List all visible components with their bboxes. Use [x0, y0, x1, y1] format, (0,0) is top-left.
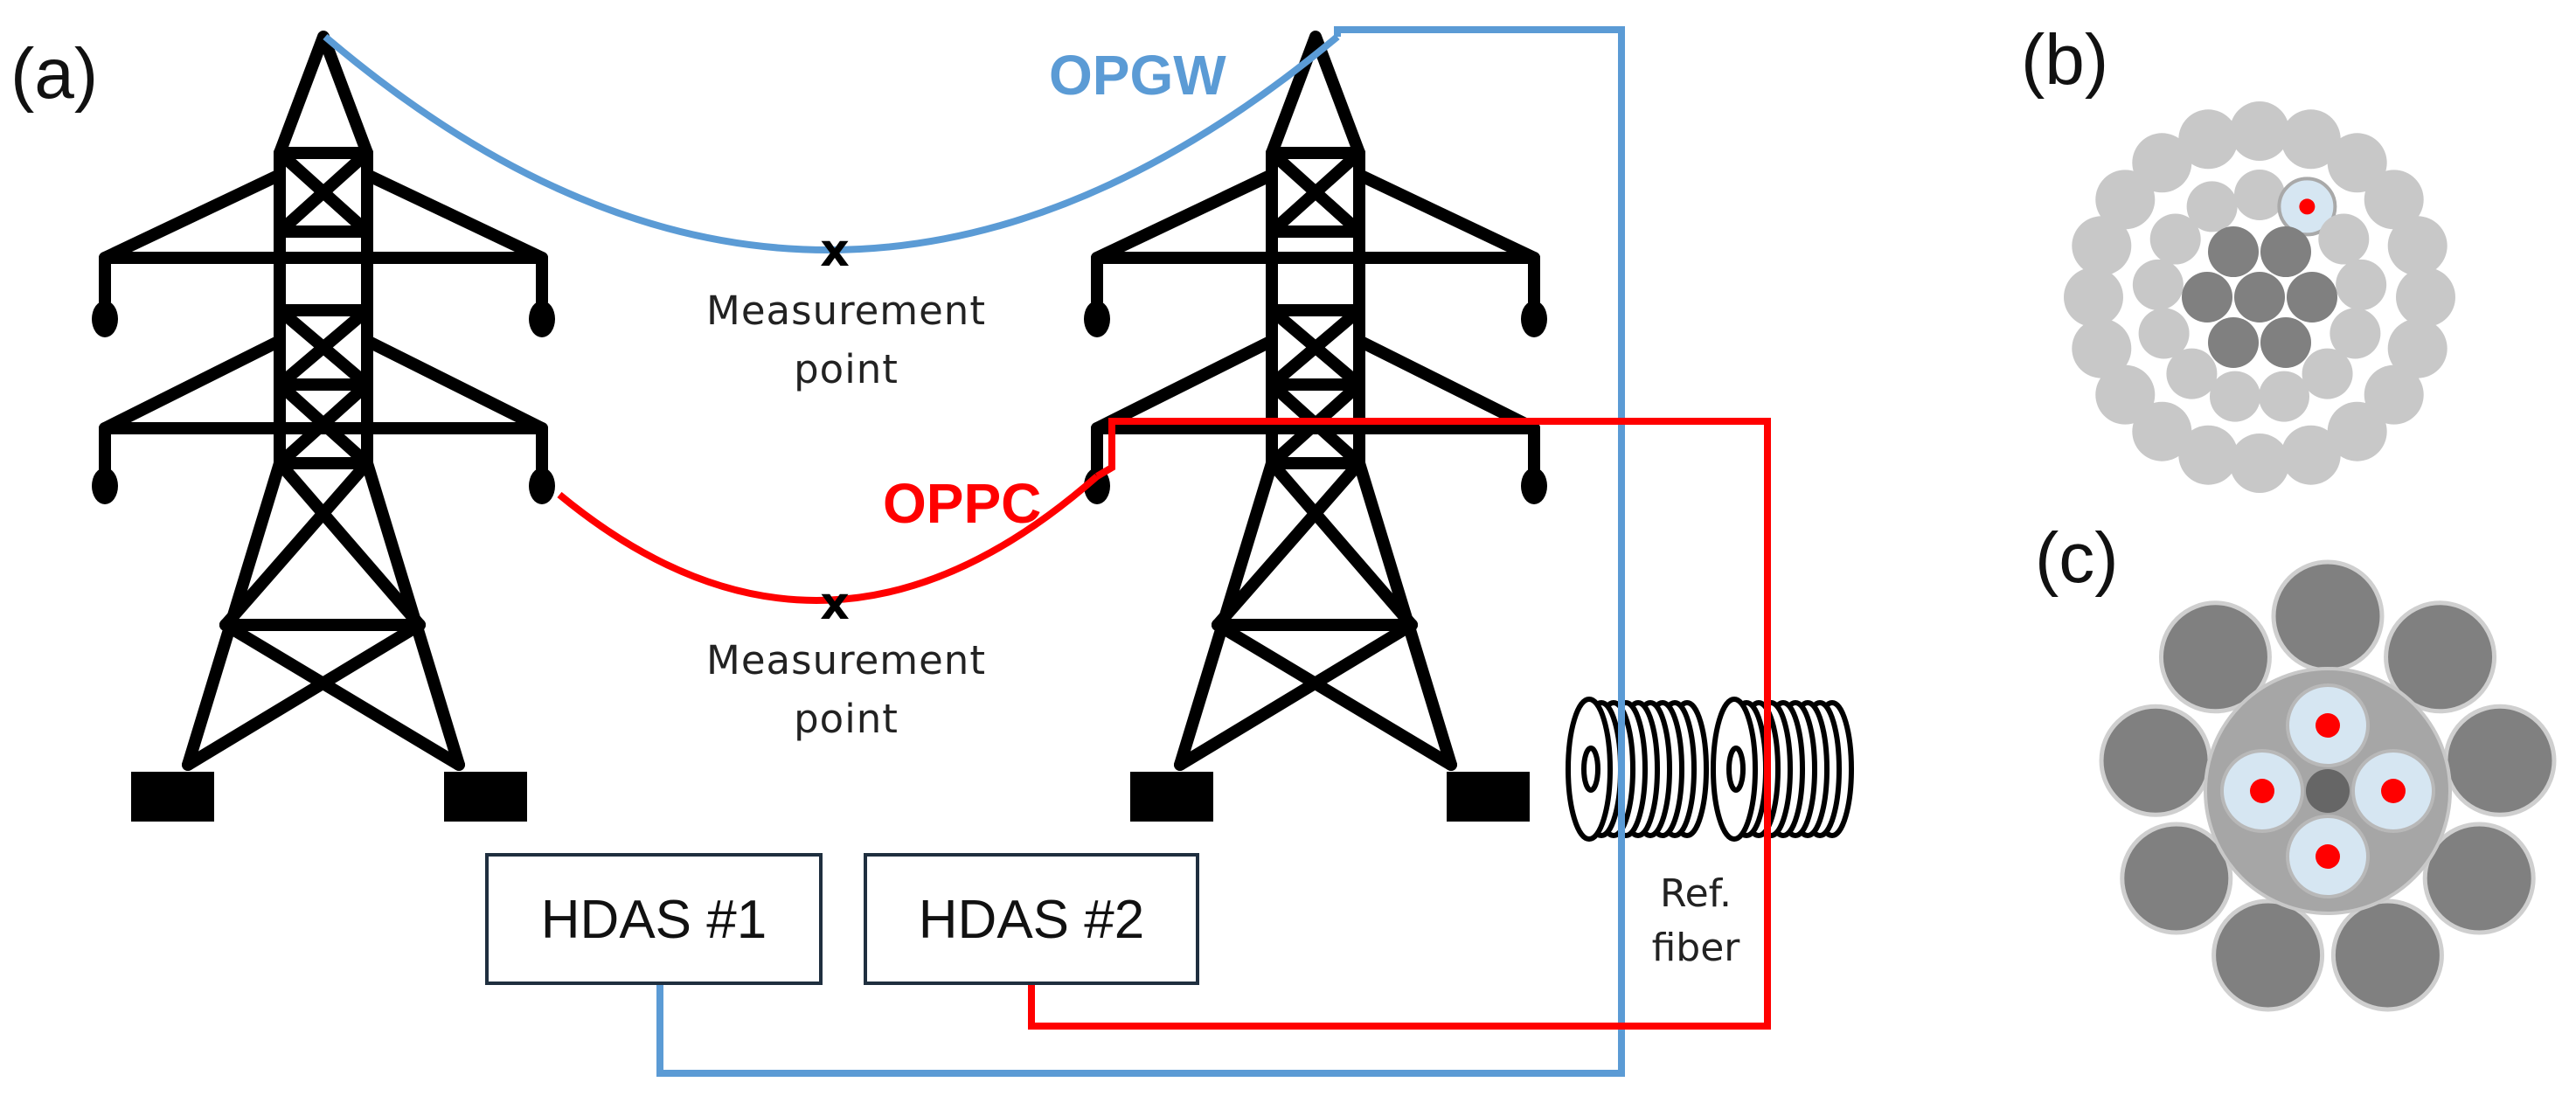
outer-conductor-strand [2443, 704, 2557, 817]
measurement-point-opgw: x Measurement point [706, 225, 986, 392]
core-strand [2260, 316, 2311, 368]
measurement-label-line1: Measurement [706, 288, 986, 334]
middle-strand [2259, 371, 2309, 422]
core-strand [2208, 316, 2259, 368]
opgw-cross-section [2064, 101, 2455, 493]
oppc-fiber-route [1028, 418, 1771, 1030]
outer-conductor-strand [2099, 704, 2212, 817]
oppc-conductor [557, 473, 1100, 604]
fiber-core [2381, 779, 2406, 803]
outer-strand [2072, 318, 2132, 378]
core-strand [2260, 226, 2311, 278]
panel-label-c: (c) [2035, 518, 2119, 598]
middle-strand [2166, 348, 2218, 399]
outer-conductor-strand [2120, 822, 2233, 935]
transmission-tower-left [92, 31, 555, 822]
outer-strand [2095, 364, 2156, 425]
opgw-label: OPGW [1049, 44, 1226, 107]
outer-strand [2396, 267, 2455, 327]
outer-strand [2387, 216, 2448, 276]
outer-strand [2387, 318, 2448, 378]
panel-label-a: (a) [10, 34, 98, 114]
oppc-label: OPPC [883, 472, 1041, 535]
reference-fiber-spool-red [1711, 697, 1854, 842]
reference-fiber-spool-blue [1566, 697, 1709, 842]
outer-conductor-strand [2330, 898, 2444, 1012]
opgw-cable [323, 26, 1625, 1077]
outer-strand [2230, 101, 2289, 161]
ref-fiber-label-line2: fiber [1652, 926, 1741, 970]
hdas-1-label: HDAS #1 [541, 890, 767, 950]
core-strand [2234, 272, 2285, 323]
fiber-core [2299, 198, 2316, 215]
outer-conductor-strand [2158, 600, 2272, 714]
oppc-cable [557, 418, 1771, 1030]
core-strand [2182, 272, 2232, 323]
middle-strand [2138, 308, 2190, 359]
middle-strand [2336, 259, 2387, 310]
outer-conductor-strand [2211, 898, 2325, 1012]
middle-strand [2330, 308, 2381, 359]
measurement-label-line2: point [794, 696, 899, 742]
middle-strand [2318, 213, 2370, 265]
measurement-marker: x [820, 578, 850, 630]
core-strand [2208, 226, 2259, 278]
outer-strand [2132, 133, 2192, 193]
middle-strand [2149, 213, 2201, 265]
outer-strand [2281, 109, 2341, 170]
outer-conductor-strand [2422, 822, 2536, 935]
middle-strand [2234, 170, 2285, 220]
measurement-label-line1: Measurement [706, 637, 986, 683]
middle-strand [2210, 371, 2260, 422]
middle-strand [2132, 259, 2184, 310]
opgw-conductor [323, 33, 1340, 253]
outer-strand [2327, 133, 2387, 193]
outer-strand [2072, 216, 2132, 276]
opgw-fiber-route [656, 26, 1625, 1077]
hdas-2-box: HDAS #2 [864, 853, 1199, 985]
measurement-label-line2: point [794, 346, 899, 392]
outer-strand [2178, 109, 2239, 170]
outer-conductor-strand [2271, 559, 2385, 673]
measurement-marker: x [820, 225, 850, 277]
outer-strand [2281, 425, 2341, 485]
fiber-core [2316, 713, 2340, 738]
middle-strand [2302, 348, 2353, 399]
outer-strand [2132, 401, 2192, 461]
outer-strand [2178, 425, 2239, 485]
fiber-core [2250, 779, 2274, 803]
outer-strand [2095, 170, 2156, 230]
core-strand [2287, 272, 2337, 323]
outer-strand [2364, 170, 2424, 230]
hdas-1-box: HDAS #1 [485, 853, 823, 985]
outer-strand [2327, 401, 2387, 461]
fiber-core [2316, 844, 2340, 869]
ref-fiber-label-line1: Ref. [1660, 871, 1732, 916]
center-strength-member [2306, 769, 2350, 813]
outer-strand [2064, 267, 2123, 327]
hdas-2-label: HDAS #2 [919, 890, 1144, 950]
middle-strand [2186, 181, 2238, 232]
outer-conductor-strand [2384, 600, 2497, 714]
panel-label-b: (b) [2021, 20, 2108, 100]
transmission-tower-right [1084, 31, 1547, 822]
outer-strand [2364, 364, 2424, 425]
oppc-cross-section [2099, 559, 2557, 1012]
outer-strand [2230, 434, 2289, 493]
measurement-point-oppc: x Measurement point [706, 578, 986, 742]
